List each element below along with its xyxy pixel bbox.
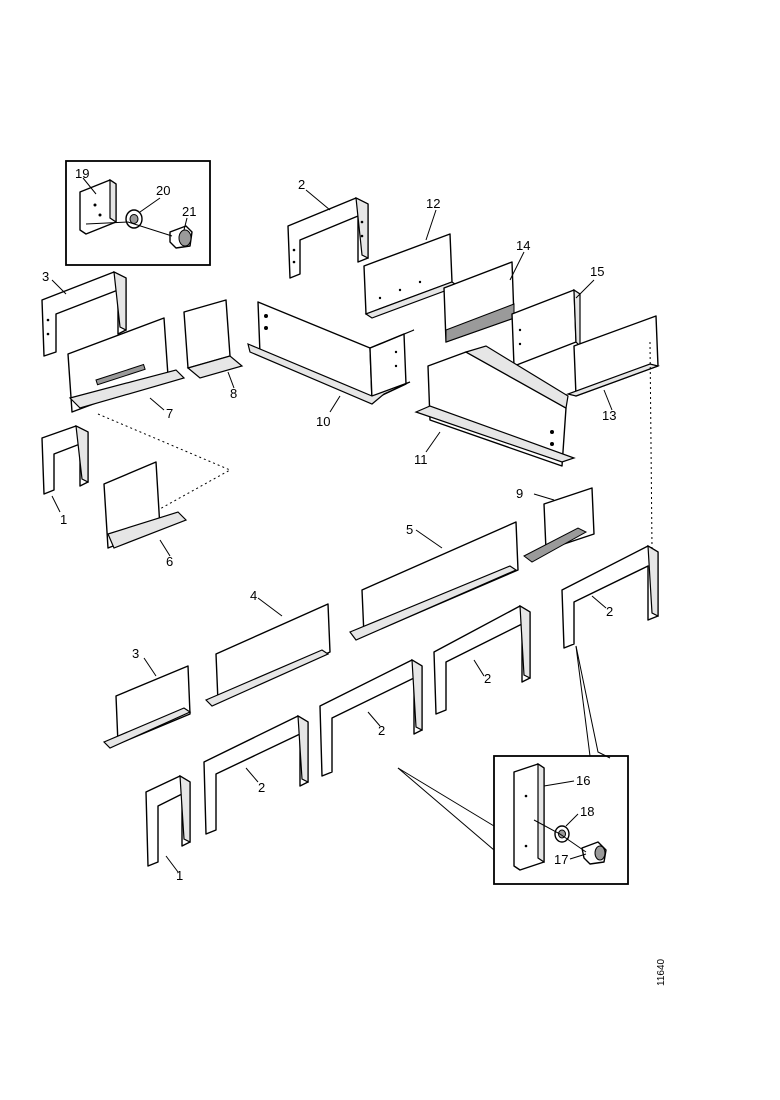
callout-1-bottom: 1 bbox=[176, 868, 183, 883]
callout-21: 21 bbox=[182, 204, 196, 219]
callout-17: 17 bbox=[554, 852, 568, 867]
part-2-frame-row1 bbox=[433, 604, 531, 715]
inset-assembly-line bbox=[85, 221, 173, 237]
part-11-assembly bbox=[414, 345, 576, 467]
part-21-screw bbox=[169, 225, 193, 249]
part-13-panel bbox=[565, 315, 661, 397]
alignment-dashed-line-right bbox=[649, 341, 653, 549]
detail-inset-top-frame bbox=[65, 160, 211, 266]
part-2-frame-row2 bbox=[319, 658, 423, 777]
callout-14: 14 bbox=[516, 238, 530, 253]
callout-15: 15 bbox=[590, 264, 604, 279]
callout-2-right: 2 bbox=[606, 604, 613, 619]
callout-12: 12 bbox=[426, 196, 440, 211]
inset-pointer-left-a bbox=[397, 767, 495, 851]
detail-inset-top: 19 20 21 bbox=[65, 160, 211, 266]
part-2-right-frame bbox=[561, 544, 659, 649]
part-6-panel bbox=[103, 461, 188, 549]
part-3-top-frame bbox=[41, 270, 127, 357]
part-2-frame-row3 bbox=[203, 714, 309, 835]
detail-inset-bottom-frame bbox=[493, 755, 629, 885]
part-4-panel bbox=[204, 603, 331, 707]
part-19-bracket bbox=[79, 178, 117, 235]
callout-19: 19 bbox=[75, 166, 89, 181]
inset-pointer-right-b bbox=[575, 645, 591, 757]
part-17-screw bbox=[581, 841, 607, 865]
callout-16: 16 bbox=[576, 773, 590, 788]
part-5-panel bbox=[349, 521, 519, 641]
detail-inset-bottom: 16 18 17 bbox=[493, 755, 629, 885]
callout-8: 8 bbox=[230, 386, 237, 401]
part-16-bracket bbox=[513, 762, 545, 871]
part-18-washer bbox=[554, 825, 570, 843]
part-14-panel bbox=[443, 261, 515, 343]
callout-11: 11 bbox=[414, 452, 428, 467]
callout-1-top: 1 bbox=[60, 512, 67, 527]
part-7-panel bbox=[67, 317, 186, 413]
callout-2-row3: 2 bbox=[258, 780, 265, 795]
inset-pointer-left-b bbox=[397, 767, 495, 827]
part-1-top-frame bbox=[41, 424, 89, 495]
callout-3-bottom: 3 bbox=[132, 646, 139, 661]
callout-7: 7 bbox=[166, 406, 173, 421]
callout-5: 5 bbox=[406, 522, 413, 537]
part-10-assembly bbox=[247, 301, 415, 405]
figure-id: 11640 bbox=[656, 958, 667, 986]
callout-20: 20 bbox=[156, 183, 170, 198]
callout-18: 18 bbox=[580, 804, 594, 819]
part-2-top-frame bbox=[287, 196, 369, 279]
callout-4: 4 bbox=[250, 588, 257, 603]
callout-2-top: 2 bbox=[298, 177, 305, 192]
callout-9: 9 bbox=[516, 486, 523, 501]
part-9-panel bbox=[523, 487, 595, 563]
callout-13: 13 bbox=[602, 408, 616, 423]
callout-3-top: 3 bbox=[42, 269, 49, 284]
callout-2-row1: 2 bbox=[484, 671, 491, 686]
part-8-panel bbox=[183, 299, 244, 379]
part-15-panel bbox=[511, 288, 581, 367]
part-3-bottom-panel bbox=[102, 665, 192, 749]
inset-bottom-assembly-line bbox=[533, 819, 587, 853]
callout-10: 10 bbox=[316, 414, 330, 429]
inset-pointer-right-a bbox=[575, 645, 611, 759]
callout-2-row2: 2 bbox=[378, 723, 385, 738]
callout-6: 6 bbox=[166, 554, 173, 569]
part-1-bottom-frame bbox=[145, 774, 191, 867]
part-12-panel bbox=[363, 233, 460, 319]
